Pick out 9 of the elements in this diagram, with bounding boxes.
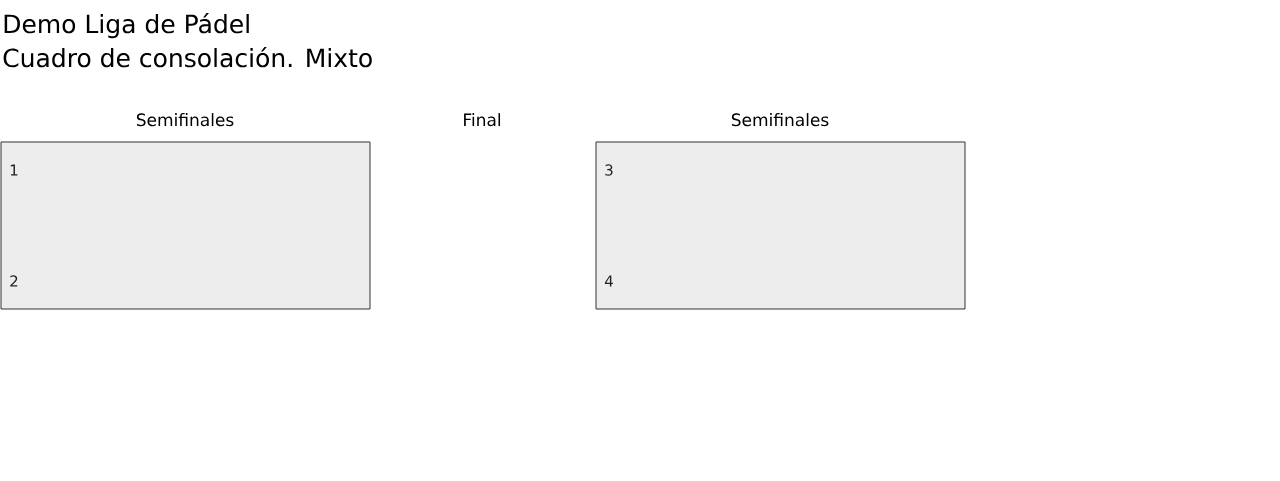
title: Demo Liga de Pádel <box>4 13 249 39</box>
match-box <box>595 141 966 310</box>
subtitle: Cuadro de consolación. Mixto <box>3 47 372 68</box>
seed-number: 4 <box>604 275 613 287</box>
seed-number: 2 <box>10 275 18 287</box>
column-heading: Final <box>464 113 501 127</box>
match-box <box>0 141 371 310</box>
seed-number: 3 <box>605 164 613 176</box>
seed-number: 1 <box>10 164 18 176</box>
